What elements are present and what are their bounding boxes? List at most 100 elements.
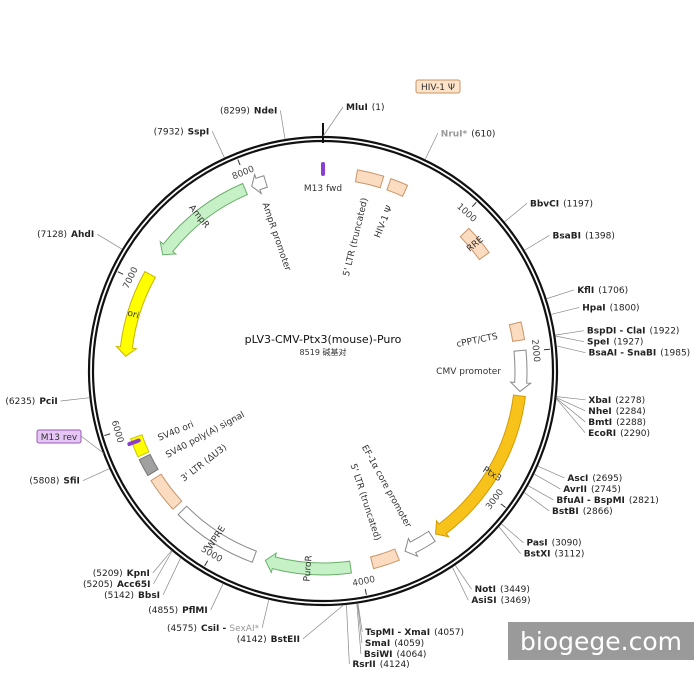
feature-3-ltr-u3[interactable] xyxy=(150,473,183,510)
site-leader-pasi xyxy=(501,523,524,543)
site-name: PasI xyxy=(527,539,548,549)
site-ahdi[interactable]: (7128)AhdI xyxy=(37,230,94,240)
tick-label: 1000 xyxy=(454,202,478,225)
site-csii-sexai[interactable]: (4575)CsiI - SexAI* xyxy=(167,624,260,634)
feature-cmv-promoter[interactable] xyxy=(509,349,533,393)
site-name: SmaI xyxy=(365,639,390,649)
site-position: (2278) xyxy=(615,396,645,406)
feature-ef-1-core-promoter[interactable] xyxy=(404,530,436,558)
site-name: BstEII xyxy=(271,635,300,645)
site-kpni[interactable]: (5209)KpnI xyxy=(93,569,150,579)
site-bsaai-snabi[interactable]: BsaAI - SnaBI(1985) xyxy=(588,349,690,359)
watermark: biogege.com xyxy=(508,622,694,660)
site-nhei[interactable]: NheI(2284) xyxy=(588,407,645,417)
site-position: (4059) xyxy=(394,639,424,649)
tick-mark xyxy=(500,503,506,508)
site-leader-bsteii xyxy=(302,604,344,640)
site-label: BstXI(3112) xyxy=(524,550,585,560)
feature-label: ori xyxy=(126,309,140,322)
feature-ori[interactable] xyxy=(115,270,157,357)
site-position: (4855) xyxy=(148,606,178,616)
site-name: NdeI xyxy=(254,106,277,116)
site-name: NotI xyxy=(475,585,496,595)
site-name: NruI* xyxy=(441,129,468,139)
site-leader-nhei xyxy=(556,397,586,412)
site-smai[interactable]: SmaI (4059) xyxy=(365,639,424,649)
feature-wpre[interactable] xyxy=(177,505,258,563)
site-label: (5142)BbsI xyxy=(104,591,160,601)
restriction-sites: MluI(1) NruI*(610) BbvCI(1197) BsaBI(1398) K… xyxy=(5,103,690,670)
site-label: BspDI - ClaI(1922) xyxy=(587,327,680,337)
site-ecori[interactable]: EcoRI(2290) xyxy=(588,429,650,439)
site-leader-sfii xyxy=(82,468,110,482)
site-tspmi-xmai[interactable]: TspMI - XmaI(4057) xyxy=(365,628,464,638)
site-xbai[interactable]: XbaI(2278) xyxy=(588,396,645,406)
feature-sv40-ori[interactable] xyxy=(129,434,150,458)
site-label: (4575)CsiI - SexAI* xyxy=(167,624,260,634)
site-hpai[interactable]: HpaI(1800) xyxy=(582,303,639,313)
feature-ampr-promoter[interactable] xyxy=(251,172,268,195)
primer-label-box: M13 rev xyxy=(36,429,105,454)
site-position: (2821) xyxy=(629,496,659,506)
feature-sv40-poly-a-signal[interactable] xyxy=(138,453,159,477)
site-bfuai-bspmi[interactable]: BfuAI - BspMI(2821) xyxy=(556,496,658,506)
site-asci[interactable]: AscI(2695) xyxy=(567,474,622,484)
feature-ampr[interactable] xyxy=(159,182,249,256)
site-avrii[interactable]: AvrII(2745) xyxy=(563,485,621,495)
site-kfli[interactable]: KflI(1706) xyxy=(577,286,628,296)
feature-puror[interactable] xyxy=(264,551,352,576)
site-bstbi[interactable]: BstBI(2866) xyxy=(552,507,613,517)
primer-arrow[interactable] xyxy=(127,438,142,447)
feature-label: CMV promoter xyxy=(436,367,501,377)
site-nrui[interactable]: NruI*(610) xyxy=(441,129,496,139)
site-bsabi[interactable]: BsaBI(1398) xyxy=(552,231,614,241)
site-leader-smai xyxy=(357,603,363,644)
site-name: BbvCI xyxy=(530,199,559,209)
tick-label: 4000 xyxy=(352,575,377,589)
site-leader-sspi xyxy=(211,131,225,158)
site-position: (6235) xyxy=(5,397,35,407)
site-acc65i[interactable]: (5205)Acc65I xyxy=(83,580,150,590)
site-mlui[interactable]: MluI(1) xyxy=(346,103,385,113)
site-pflmi[interactable]: (4855)PflMI xyxy=(148,606,208,616)
feature-hiv-1[interactable] xyxy=(386,177,409,197)
feature-ptx3[interactable] xyxy=(434,394,526,538)
site-bmti[interactable]: BmtI(2288) xyxy=(588,418,646,428)
site-bbsi[interactable]: (5142)BbsI xyxy=(104,591,160,601)
feature-cppt-cts[interactable] xyxy=(508,321,526,342)
site-asisi[interactable]: AsiSI(3469) xyxy=(471,596,530,606)
site-sspi[interactable]: (7932)SspI xyxy=(154,127,210,137)
site-spei[interactable]: SpeI(1927) xyxy=(587,338,643,348)
feature-track: 5' LTR (truncated)HIV-1 ΨRREcPPT/CTSCMV … xyxy=(115,79,533,582)
primer-arrow[interactable] xyxy=(321,162,325,176)
psi-label-bg xyxy=(415,79,461,94)
site-leader-acc65i xyxy=(153,550,173,585)
site-bsiwi[interactable]: BsiWI(4064) xyxy=(364,650,427,660)
feature-5-ltr-truncated[interactable] xyxy=(369,548,400,570)
site-bsteii[interactable]: (4142)BstEII xyxy=(237,635,300,645)
site-bstxi[interactable]: BstXI(3112) xyxy=(524,550,585,560)
site-name: SpeI xyxy=(587,338,609,348)
feature-5-ltr-truncated[interactable] xyxy=(354,169,385,189)
site-bbvci[interactable]: BbvCI(1197) xyxy=(530,199,593,209)
site-noti[interactable]: NotI(3449) xyxy=(475,585,530,595)
site-sfii[interactable]: (5808)SfiI xyxy=(29,477,79,487)
site-label: PasI(3090) xyxy=(527,539,582,549)
primer-label-bg xyxy=(36,429,82,444)
site-label: SmaI (4059) xyxy=(365,639,424,649)
site-ndei[interactable]: (8299)NdeI xyxy=(220,106,277,116)
backbone-ring xyxy=(87,123,559,607)
feature-rre[interactable] xyxy=(459,227,490,261)
site-name: BbsI xyxy=(138,591,160,601)
site-position: (1922) xyxy=(650,327,680,337)
site-name: HpaI xyxy=(582,303,605,313)
primer-label: M13 rev xyxy=(41,433,78,443)
site-name: NheI xyxy=(588,407,611,417)
site-pcii[interactable]: (6235)PciI xyxy=(5,397,57,407)
site-rsrii[interactable]: RsrII(4124) xyxy=(352,660,409,670)
site-bspdi-clai[interactable]: BspDI - ClaI(1922) xyxy=(587,327,680,337)
site-pasi[interactable]: PasI(3090) xyxy=(527,539,582,549)
site-leader-hpai xyxy=(550,307,580,315)
